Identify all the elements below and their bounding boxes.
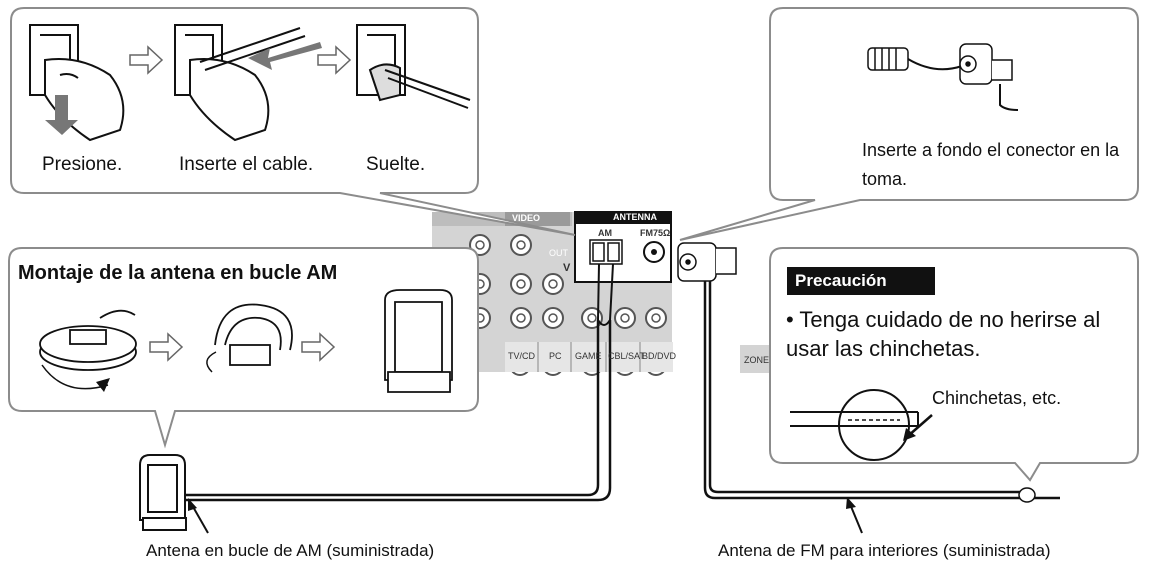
am-loop-antenna — [139, 454, 187, 531]
step-release-label: Suelte. — [366, 154, 426, 175]
input-label: GAME — [575, 351, 602, 361]
am-antenna-caption: Antena en bucle de AM (suministrada) — [146, 541, 435, 560]
fm-antenna-caption: Antena de FM para interiores (suministra… — [718, 541, 1051, 560]
fm-connector-callout — [679, 7, 1139, 241]
antenna-header: ANTENNA — [613, 212, 657, 222]
input-label: CBL/SAT — [608, 351, 645, 361]
video-label: VIDEO — [512, 213, 541, 223]
step-insert-label: Inserte el cable. — [179, 154, 314, 175]
caution-badge: Precaución — [787, 267, 935, 295]
step-press-label: Presione. — [42, 154, 123, 175]
pin-label: Chinchetas, etc. — [932, 388, 1062, 408]
v-label: V — [563, 262, 571, 274]
insertion-callout — [10, 7, 576, 236]
next-step-arrow-icon — [301, 332, 336, 362]
next-step-arrow-icon — [129, 45, 164, 75]
out-label: OUT — [549, 248, 568, 258]
am-terminal-label: AM — [598, 228, 612, 238]
next-step-arrow-icon — [317, 45, 352, 75]
zone-label: ZONE — [744, 355, 770, 365]
next-step-arrow-icon — [149, 332, 184, 362]
antenna-terminal-block — [574, 211, 672, 326]
fm-connector-note: Inserte a fondo el conector en la toma. — [862, 140, 1120, 189]
input-label: TV/CD — [508, 351, 535, 361]
input-label: PC — [549, 351, 562, 361]
fm-terminal-label: FM75Ω — [640, 228, 671, 238]
press-down-arrow-icon — [45, 95, 78, 135]
input-label: BD/DVD — [642, 351, 677, 361]
caution-text: • Tenga cuidado de no herirse al usar la… — [786, 307, 1101, 361]
insert-direction-arrow-icon — [248, 42, 322, 70]
caution-callout — [769, 247, 1139, 482]
am-assembly-title: Montaje de la antena en bucle AM — [18, 262, 338, 284]
am-assembly-callout — [8, 247, 479, 449]
fm-plug — [677, 242, 737, 282]
